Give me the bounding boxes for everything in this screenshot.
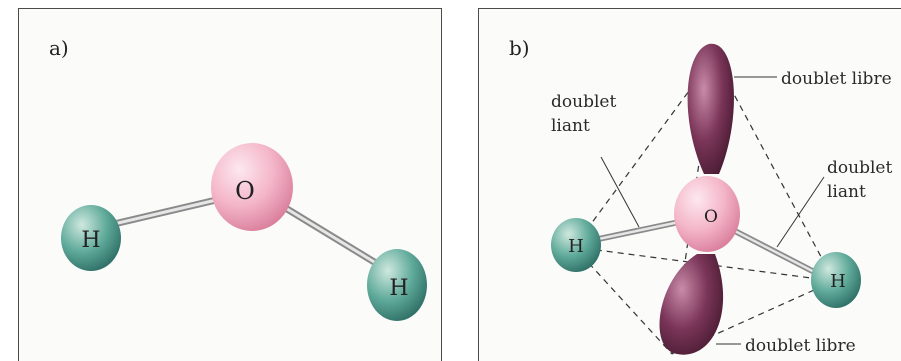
bonding-pair-left-annotation-line1: doublet: [551, 92, 616, 112]
lone-pair-top-annotation: doublet libre: [781, 69, 892, 89]
lone-pair-bottom-annotation: doublet libre: [745, 336, 856, 356]
panel-b-diagram: b) O H: [509, 36, 892, 356]
panel-a-diagram: a) H O H: [49, 36, 427, 321]
hydrogen-left-label: H: [568, 236, 584, 257]
oxygen-label: O: [235, 177, 255, 205]
panel-a-label: a): [49, 36, 69, 60]
hydrogen-left-label: H: [81, 228, 100, 253]
panel-b-tetrahedral-model: b) O H: [478, 8, 901, 361]
hydrogen-atom-left: H: [61, 205, 121, 271]
bonding-pair-left-annotation-line2: liant: [551, 116, 590, 136]
bond-left: [110, 193, 233, 228]
bonding-pair-right-annotation-line2: liant: [827, 182, 866, 202]
bonding-pair-right-annotation-line1: doublet: [827, 158, 892, 178]
hydrogen-right-label: H: [389, 276, 408, 301]
leader-lines: [600, 76, 825, 345]
hydrogen-right-label: H: [830, 271, 846, 292]
oxygen-atom: O: [211, 143, 293, 231]
hydrogen-atom-left: H: [551, 218, 601, 272]
hydrogen-atom-right: H: [811, 252, 861, 308]
bond-right: [728, 226, 827, 280]
bond-right: [270, 197, 393, 275]
panel-a-water-molecule: a) H O H: [18, 8, 442, 361]
bond-left: [586, 218, 687, 244]
lone-pair-top-lobe: [687, 43, 734, 174]
hydrogen-atom-right: H: [367, 249, 427, 321]
lone-pair-bottom-lobe: [659, 254, 724, 355]
panel-b-label: b): [509, 36, 530, 60]
oxygen-label: O: [704, 207, 718, 227]
oxygen-atom: O: [674, 176, 740, 252]
